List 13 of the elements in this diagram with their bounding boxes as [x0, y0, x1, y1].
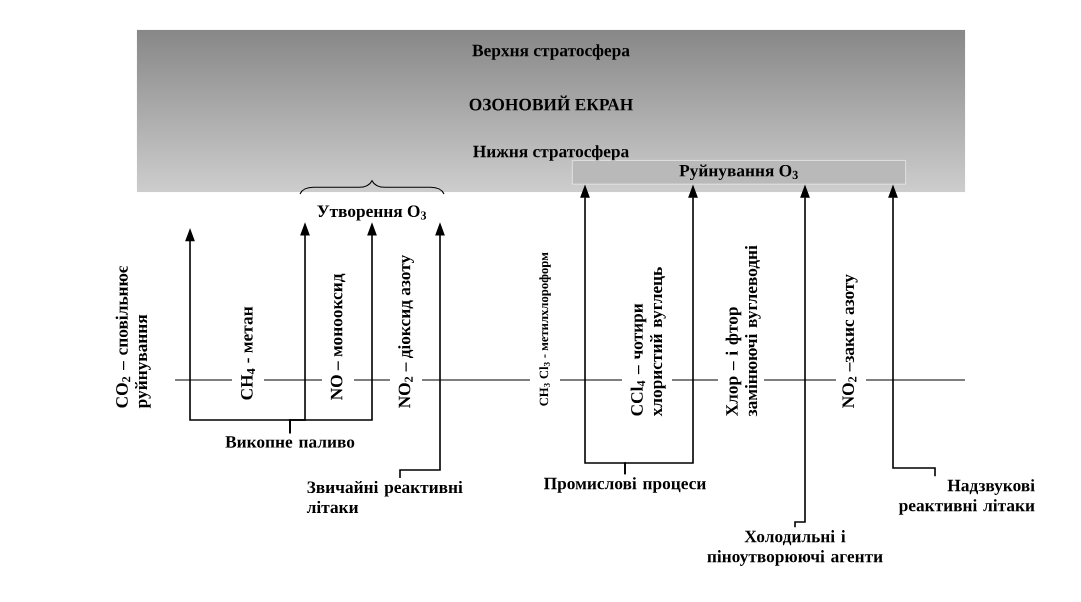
substance-label: CH$_{3}$ Cl$_{3}$ - метилхлороформ: [539, 252, 551, 406]
source-label: Звичайні реактивні літаки: [306, 480, 463, 514]
source-label: Надзвукові реактивні літаки: [898, 479, 1035, 515]
group-label: Утворення O$_{3}$: [317, 205, 427, 221]
process-box: Руйнування O$_{3}$: [572, 160, 906, 185]
substance-label: CH$_{4}$ - метан: [241, 306, 255, 400]
substance-label: Хлор – і фтор замінюючі вуглеводні: [725, 245, 761, 417]
source-label: Викопне паливо: [225, 436, 355, 448]
substance-label: NO – монооксид: [330, 273, 346, 401]
source-label: Промислові процеси: [544, 477, 706, 493]
substance-label: NO$_{2}$ – діоксид азоту: [398, 255, 414, 409]
source-label: Холодильні і піноутворюючі агенти: [707, 530, 883, 566]
substance-label: NO$_{2}$ –закис азоту: [842, 274, 858, 409]
